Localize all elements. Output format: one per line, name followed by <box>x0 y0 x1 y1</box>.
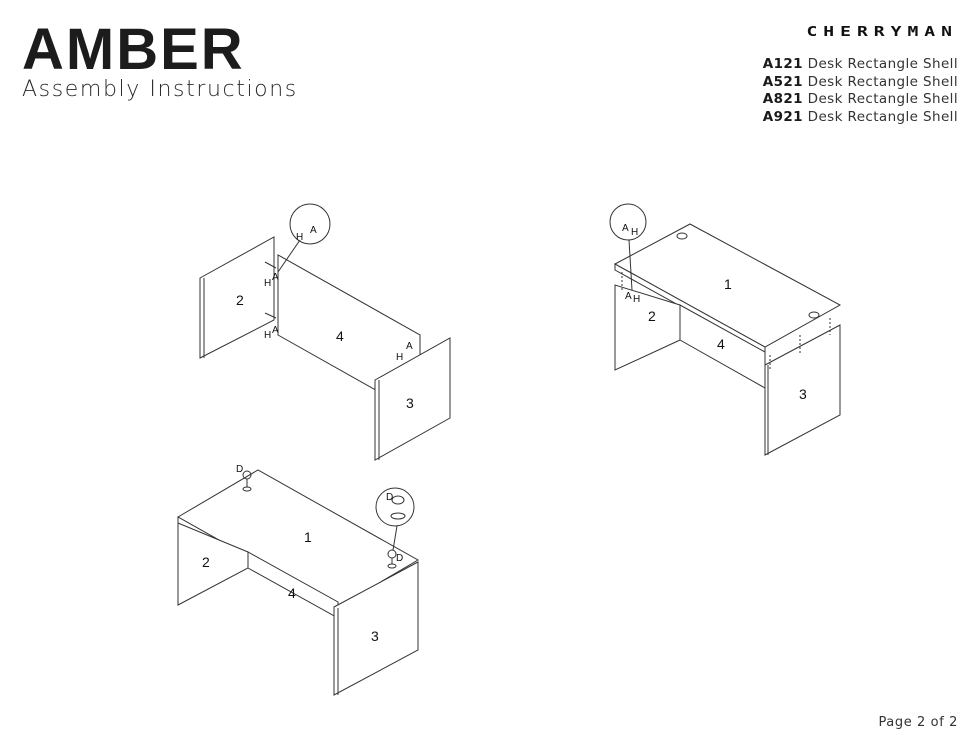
hardware-label: H <box>633 294 640 305</box>
hardware-label: A <box>272 272 279 283</box>
model-line: A121 Desk Rectangle Shell <box>762 56 958 72</box>
part-label: 1 <box>724 276 732 292</box>
part-label: 2 <box>648 308 656 324</box>
hardware-label: H <box>631 227 638 238</box>
hardware-label: H <box>296 232 303 243</box>
document-subtitle: Assembly Instructions <box>22 77 298 102</box>
diagram-step3 <box>176 469 420 696</box>
model-line: A921 Desk Rectangle Shell <box>762 108 958 125</box>
brand-logo: CHERRYMAN <box>806 24 958 40</box>
hardware-label: H <box>396 352 403 363</box>
hardware-label: H <box>264 330 271 341</box>
part-label: 4 <box>336 328 344 344</box>
hardware-label: H <box>264 278 271 289</box>
model-line: A821 Desk Rectangle Shell <box>762 91 958 107</box>
model-line: A521 Desk Rectangle Shell <box>762 73 958 90</box>
hardware-label: A <box>625 291 632 302</box>
hardware-label: A <box>310 225 317 236</box>
hardware-label: A <box>406 341 413 352</box>
model-list: A121 Desk Rectangle Shell A521 Desk Rect… <box>763 56 958 126</box>
part-label: 3 <box>799 386 807 402</box>
part-label: 2 <box>202 554 210 570</box>
hardware-label: D <box>236 464 243 475</box>
part-label: 4 <box>288 585 296 601</box>
part-label: 2 <box>236 292 244 308</box>
hardware-label: A <box>622 223 629 234</box>
hardware-label: D <box>386 492 393 503</box>
part-label: 4 <box>717 336 725 352</box>
diagram-step1 <box>199 203 451 461</box>
part-label: 3 <box>406 395 414 411</box>
document-title: AMBER <box>22 17 245 82</box>
hardware-label: D <box>396 553 403 564</box>
page-number: Page 2 of 2 <box>878 715 958 730</box>
part-label: 3 <box>371 628 379 644</box>
hardware-label: A <box>272 325 279 336</box>
part-label: 1 <box>304 529 312 545</box>
diagram-step2 <box>609 203 842 456</box>
